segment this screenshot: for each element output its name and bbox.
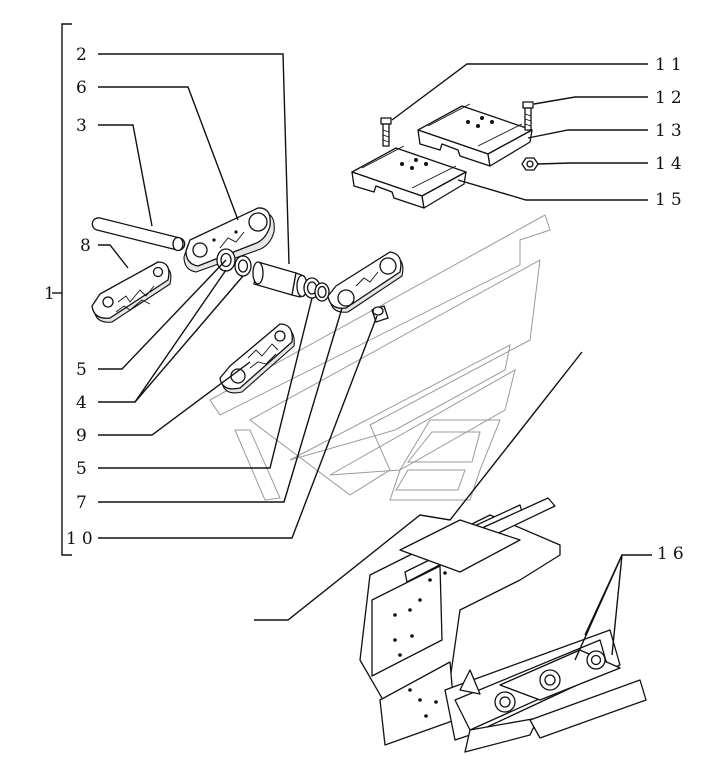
track-shoe-part-13	[417, 103, 533, 167]
pin-part-10	[371, 305, 389, 323]
bushing-part-2	[252, 261, 308, 298]
callout-6: 6	[76, 78, 92, 98]
group-bracket	[52, 23, 72, 556]
pin-part-3	[91, 217, 186, 252]
seal-rings-right	[303, 277, 330, 302]
track-assembly-part-16	[359, 497, 647, 753]
callout-7: 7	[76, 493, 92, 513]
bolt-part-12	[522, 101, 534, 131]
callout-12: 12	[655, 88, 687, 108]
callout-2: 2	[76, 45, 92, 65]
leader-lines	[98, 53, 652, 661]
callout-labels: 1 2 6 3 8 5 4 9 5 7 10 11 12 13 14 15 16	[44, 45, 689, 564]
watermark-logo	[209, 214, 551, 501]
nut-part-14	[521, 157, 539, 171]
callout-13: 13	[655, 121, 687, 141]
callout-11: 11	[655, 55, 687, 75]
master-link-part-7	[327, 251, 404, 313]
callout-15: 15	[655, 190, 687, 210]
callout-1: 1	[44, 284, 60, 304]
master-link-part-6	[183, 207, 275, 273]
callout-10: 10	[66, 529, 98, 549]
track-shoe-part-15	[351, 145, 467, 209]
callout-16: 16	[657, 544, 689, 564]
callout-3: 3	[76, 116, 92, 136]
callout-4: 4	[76, 393, 92, 413]
callout-9: 9	[76, 426, 92, 446]
callout-14: 14	[655, 154, 687, 174]
master-link-part-9	[219, 323, 295, 394]
master-link-part-8	[91, 261, 172, 323]
callout-5-upper: 5	[76, 360, 92, 380]
callout-8: 8	[80, 236, 96, 256]
callout-5-lower: 5	[76, 459, 92, 479]
bolt-part-11	[380, 117, 392, 147]
